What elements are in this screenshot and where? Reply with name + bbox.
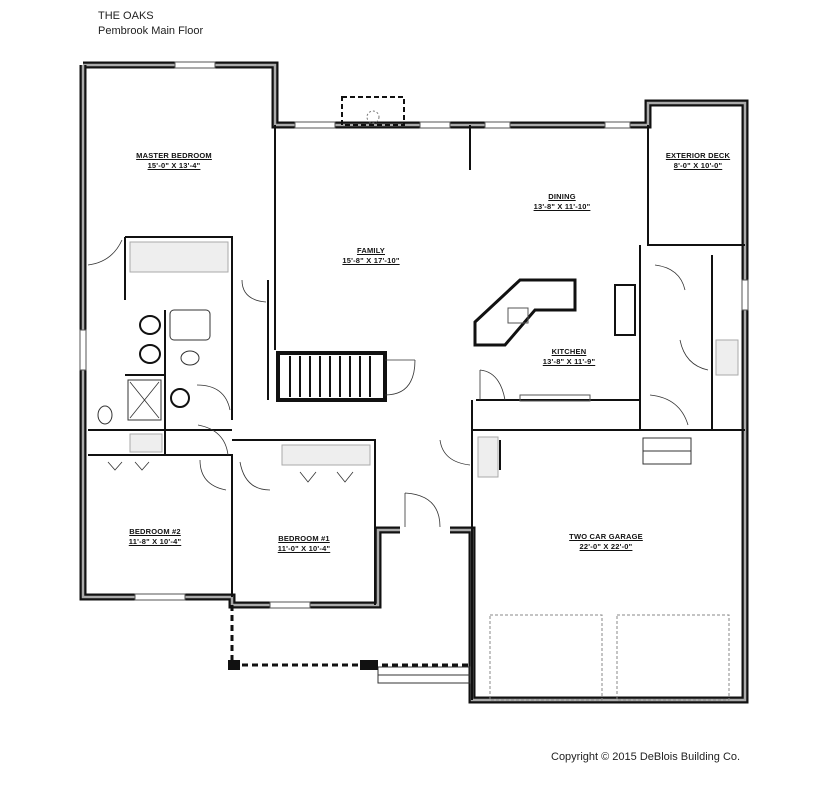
garage-steps — [642, 437, 692, 465]
plan-title: THE OAKS — [98, 10, 154, 22]
room-size: 11'-0" X 10'-4" — [277, 544, 331, 553]
room-size: 11'-8" X 10'-4" — [128, 537, 182, 546]
room-size: 15'-8" X 17'-10" — [342, 256, 400, 265]
garage-doors — [489, 614, 730, 701]
fireplace — [341, 96, 405, 126]
room-size: 13'-8" X 11'-10" — [533, 202, 591, 211]
closets — [129, 241, 739, 478]
room-size: 15'-0" X 13'-4" — [147, 161, 201, 170]
room-name: TWO CAR GARAGE — [569, 532, 643, 541]
kitchen-island — [473, 278, 577, 347]
room-size: 8'-0" X 10'-0" — [673, 161, 723, 170]
room-name: BEDROOM #2 — [129, 527, 181, 536]
bath-fixtures — [97, 309, 211, 425]
room-size: 13'-8" X 11'-9" — [542, 357, 596, 366]
room-name: KITCHEN — [551, 347, 587, 356]
room-size: 22'-0" X 22'-0" — [579, 542, 633, 551]
stairs — [276, 351, 416, 402]
kitchen-counter — [519, 284, 636, 402]
windows — [79, 61, 749, 609]
room-name: EXTERIOR DECK — [665, 151, 731, 160]
plan-subtitle: Pembrook Main Floor — [98, 25, 204, 37]
doors — [87, 239, 709, 528]
room-name: DINING — [548, 192, 576, 201]
copyright: Copyright © 2015 DeBlois Building Co. — [551, 751, 741, 763]
porch — [228, 605, 471, 684]
room-name: BEDROOM #1 — [278, 534, 330, 543]
room-name: MASTER BEDROOM — [136, 151, 212, 160]
interior-walls — [88, 125, 745, 700]
room-name: FAMILY — [356, 246, 385, 255]
